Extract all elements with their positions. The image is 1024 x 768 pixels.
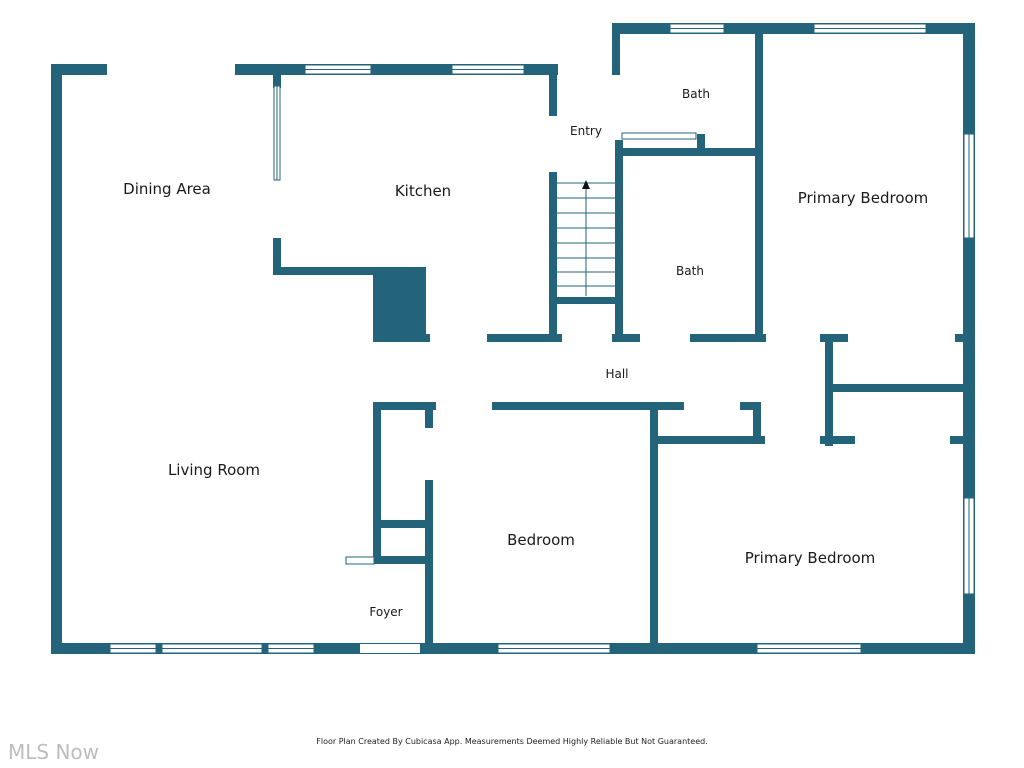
room-label-bath-lower: Bath — [676, 264, 704, 278]
mls-now-watermark: MLS Now — [8, 740, 100, 764]
room-label-primary-bedroom-top: Primary Bedroom — [798, 189, 929, 207]
front-door-opening — [360, 643, 420, 654]
room-label-bedroom: Bedroom — [507, 531, 575, 549]
room-label-foyer: Foyer — [369, 605, 402, 619]
room-label-living-room: Living Room — [168, 461, 260, 479]
footer-disclaimer: Floor Plan Created By Cubicasa App. Meas… — [316, 737, 708, 746]
windows — [109, 23, 975, 654]
room-label-entry: Entry — [570, 124, 602, 138]
stairs — [557, 180, 615, 296]
room-label-kitchen: Kitchen — [395, 182, 451, 200]
room-label-hall: Hall — [605, 367, 628, 381]
room-labels: Dining Area Kitchen Entry Bath Bath Prim… — [123, 87, 928, 619]
room-label-primary-bedroom-bottom: Primary Bedroom — [745, 549, 876, 567]
interior-walls — [273, 23, 975, 652]
foyer-threshold — [345, 556, 375, 565]
stair-direction-arrow-icon — [582, 180, 590, 189]
room-label-bath-upper: Bath — [682, 87, 710, 101]
room-label-dining-area: Dining Area — [123, 180, 211, 198]
